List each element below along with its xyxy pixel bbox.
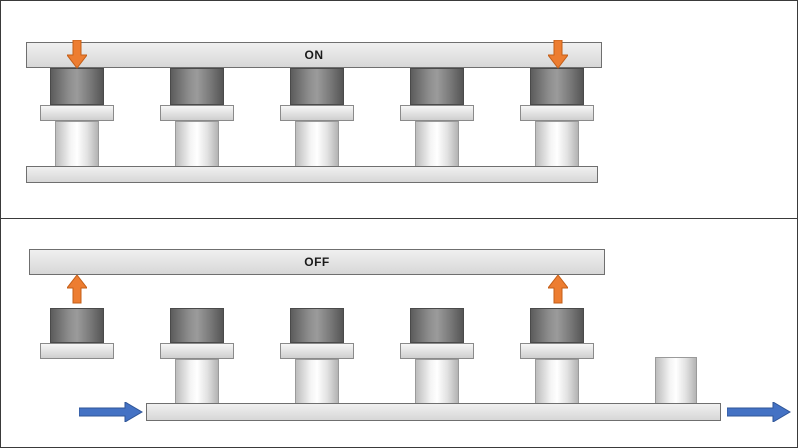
cap-flange xyxy=(400,343,474,359)
cap-head xyxy=(50,68,104,105)
cap-flange xyxy=(520,343,594,359)
cap-stem xyxy=(175,359,219,404)
on-state-panel xyxy=(0,0,798,219)
cap-head xyxy=(290,308,344,343)
press-plate-on: ON xyxy=(26,42,602,68)
cap-flange xyxy=(280,343,354,359)
cap-head xyxy=(50,308,104,343)
cap-head xyxy=(530,68,584,105)
cap-head xyxy=(410,308,464,343)
arrow-down-icon xyxy=(67,40,87,69)
cap-stem xyxy=(535,121,579,167)
base-plate-on xyxy=(26,166,598,183)
cap-stem xyxy=(295,121,339,167)
cap-head xyxy=(410,68,464,105)
cap-flange xyxy=(280,105,354,121)
arrow-right-icon xyxy=(79,402,143,422)
cap-head xyxy=(170,308,224,343)
cap-head xyxy=(170,68,224,105)
arrow-up-icon xyxy=(67,275,87,304)
cap-flange xyxy=(40,343,114,359)
conveyor-plate xyxy=(146,403,721,421)
arrow-right-icon xyxy=(727,402,791,422)
cap-flange xyxy=(160,105,234,121)
press-plate-off: OFF xyxy=(29,249,605,275)
cap-flange xyxy=(400,105,474,121)
cap-flange xyxy=(160,343,234,359)
cap-stem xyxy=(415,359,459,404)
cap-flange xyxy=(520,105,594,121)
off-label: OFF xyxy=(304,255,330,269)
cap-head xyxy=(290,68,344,105)
cap-stem xyxy=(55,121,99,167)
cap-stem xyxy=(175,121,219,167)
cap-flange xyxy=(40,105,114,121)
uncapped-bottle xyxy=(655,357,697,404)
arrow-down-icon xyxy=(548,40,568,69)
cap-stem xyxy=(295,359,339,404)
cap-head xyxy=(530,308,584,343)
cap-stem xyxy=(415,121,459,167)
arrow-up-icon xyxy=(548,275,568,304)
on-label: ON xyxy=(304,48,324,62)
cap-stem xyxy=(535,359,579,404)
